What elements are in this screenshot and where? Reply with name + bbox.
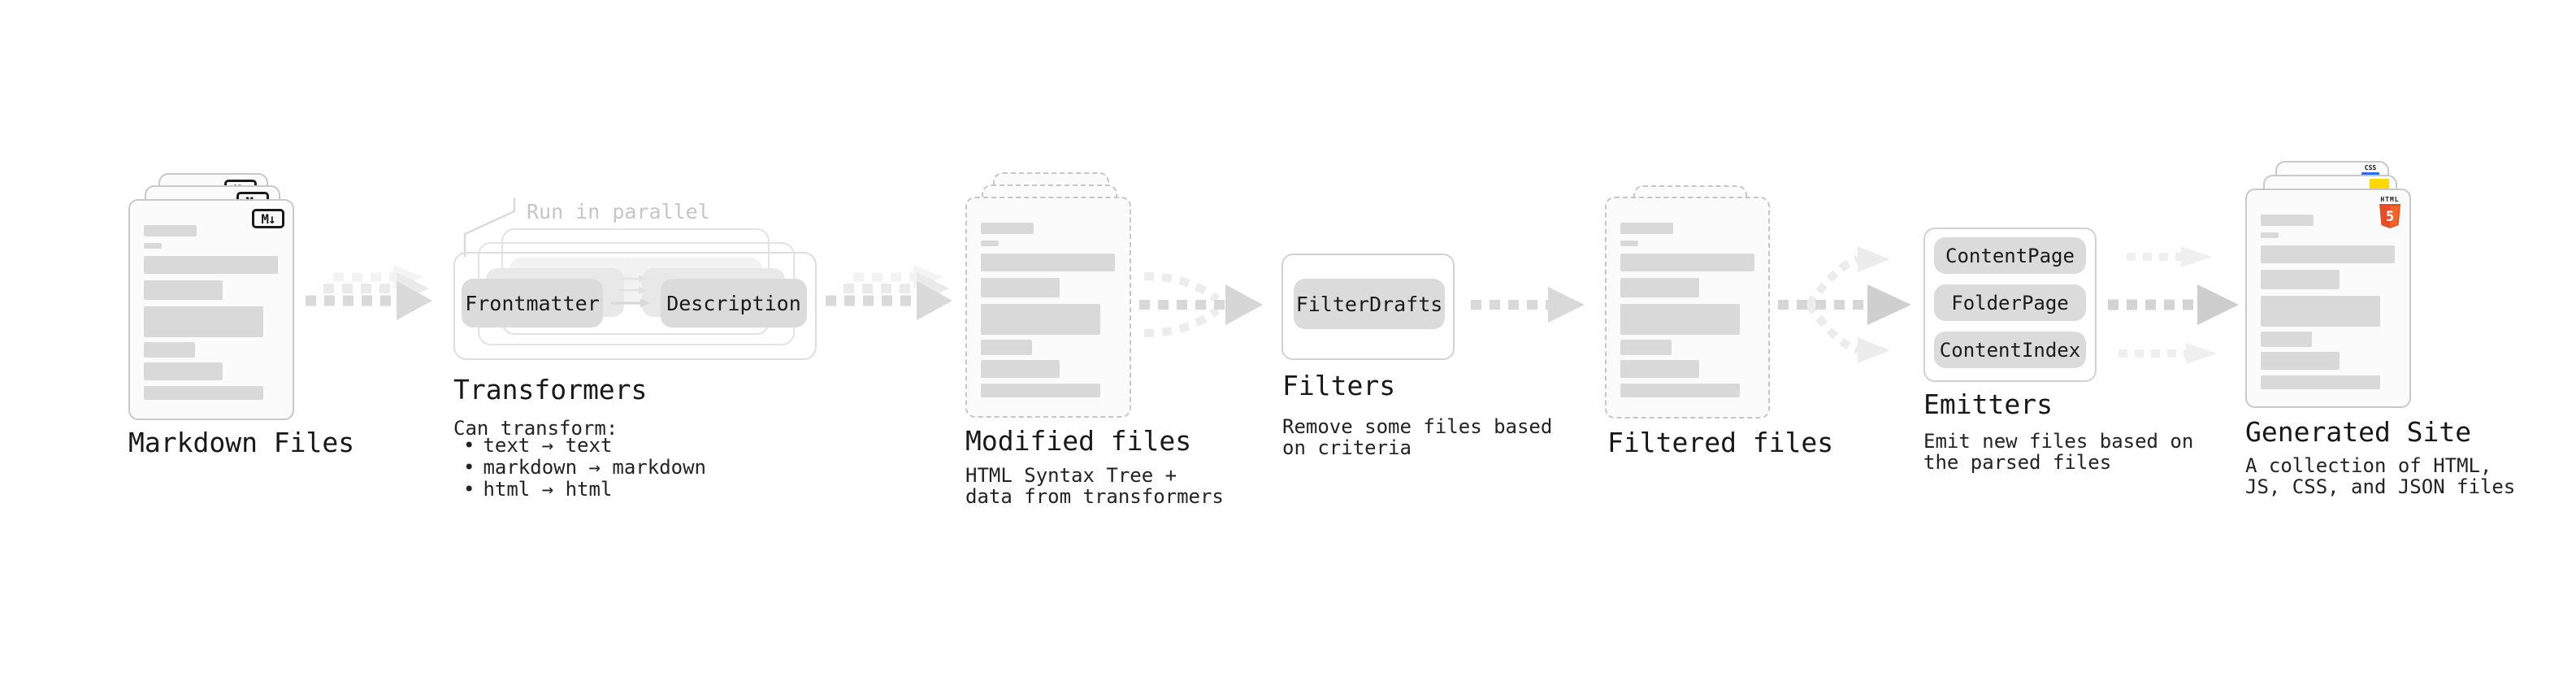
generated-file-card-front: HTML 5 [2245, 189, 2411, 408]
emitter-button-contentpage: ContentPage [1934, 237, 2086, 274]
transformer-button-description: Description [661, 279, 807, 327]
placeholder-bar [981, 304, 1100, 335]
bullet-item: • html → html [453, 479, 706, 501]
placeholder-bar [1620, 223, 1673, 234]
annotation-leader-line [463, 198, 516, 257]
filters-title: Filters [1282, 370, 1396, 401]
bullet-item: • text → text [453, 435, 706, 457]
placeholder-bar [1620, 254, 1754, 271]
placeholder-bar [2261, 232, 2279, 238]
transformer-button-frontmatter: Frontmatter [462, 279, 603, 327]
placeholder-bar [2261, 332, 2312, 347]
placeholder-bar [144, 306, 263, 337]
placeholder-bar [981, 384, 1100, 397]
markdown-icon: M↓ [252, 209, 284, 228]
bullet-text: html → html [483, 478, 613, 501]
placeholder-bar [144, 256, 278, 274]
placeholder-bar [981, 254, 1115, 271]
placeholder-bar [144, 243, 162, 249]
parallel-mini-arrows-icon [611, 275, 650, 308]
placeholder-bar [2261, 245, 2395, 263]
transformers-title: Transformers [453, 374, 648, 406]
placeholder-bar [1620, 241, 1638, 246]
modified-file-card-front [965, 197, 1131, 418]
placeholder-bar [1620, 278, 1699, 297]
css-icon-label: CSS [2364, 164, 2377, 171]
generated-site-desc: A collection of HTML, JS, CSS, and JSON … [2245, 454, 2516, 498]
placeholder-bar [2261, 215, 2314, 226]
css-icon: CSS [2361, 165, 2379, 176]
html5-icon-label: HTML [2380, 196, 2400, 203]
placeholder-bar [1620, 384, 1740, 397]
js-icon [2370, 179, 2389, 189]
bullet-marker: • [463, 456, 475, 479]
emitters-desc: Emit new files based on the parsed files [1923, 430, 2194, 474]
placeholder-bar [2261, 296, 2380, 327]
bullet-marker: • [463, 478, 475, 501]
markdown-files-title: Markdown Files [128, 427, 355, 458]
placeholder-bar [144, 362, 223, 380]
filtered-file-card-front [1605, 197, 1770, 419]
placeholder-bar [1620, 360, 1699, 378]
filters-desc: Remove some files based on criteria [1282, 415, 1553, 459]
transformers-parallel-box-front [453, 252, 817, 360]
flow-arrows-emitters-to-generated [2108, 246, 2239, 364]
bullet-item: • markdown → markdown [453, 457, 706, 479]
emitters-title: Emitters [1923, 388, 2053, 420]
flow-arrow-transformers-to-modified [826, 265, 952, 320]
transformers-desc-heading: Can transform: [453, 417, 618, 440]
filtered-files-title: Filtered files [1607, 427, 1834, 458]
bullet-marker: • [463, 434, 475, 457]
bullet-text: markdown → markdown [483, 456, 706, 479]
placeholder-bar [144, 342, 195, 358]
html5-shield: 5 [2379, 204, 2400, 228]
generated-site-title: Generated Site [2245, 416, 2472, 448]
run-in-parallel-annotation: Run in parallel [527, 200, 710, 223]
placeholder-bar [2261, 352, 2340, 370]
emitter-button-contentindex: ContentIndex [1934, 332, 2086, 368]
placeholder-bar [2261, 270, 2340, 289]
flow-arrow-markdown-to-transformers [306, 265, 432, 320]
placeholder-bar [144, 280, 223, 300]
fan-in-arrow-modified-to-filters [1139, 272, 1263, 337]
placeholder-bar [981, 223, 1034, 234]
fan-out-arrow-filtered-to-emitters [1778, 246, 1911, 363]
flow-arrow-filters-to-filtered [1471, 287, 1585, 323]
placeholder-bar [981, 340, 1032, 355]
placeholder-bar [144, 225, 197, 236]
modified-files-desc: HTML Syntax Tree + data from transformer… [965, 464, 1224, 508]
placeholder-bar [981, 278, 1060, 297]
modified-files-title: Modified files [965, 425, 1192, 457]
placeholder-bar [1620, 304, 1740, 335]
emitter-button-folderpage: FolderPage [1934, 284, 2086, 321]
filter-button-filterdrafts: FilterDrafts [1294, 279, 1445, 329]
bullet-text: text → text [483, 434, 613, 457]
placeholder-bar [981, 360, 1060, 378]
css-icon-bar [2361, 172, 2379, 176]
placeholder-bar [1620, 340, 1672, 355]
html5-number: 5 [2386, 209, 2394, 225]
placeholder-bar [2261, 375, 2380, 389]
placeholder-bar [144, 386, 263, 400]
transformers-bullet-list: • text → text • markdown → markdown • ht… [453, 435, 706, 501]
placeholder-bar [981, 241, 999, 246]
html5-icon: HTML 5 [2378, 196, 2402, 229]
markdown-file-card-front: M↓ [128, 199, 294, 420]
